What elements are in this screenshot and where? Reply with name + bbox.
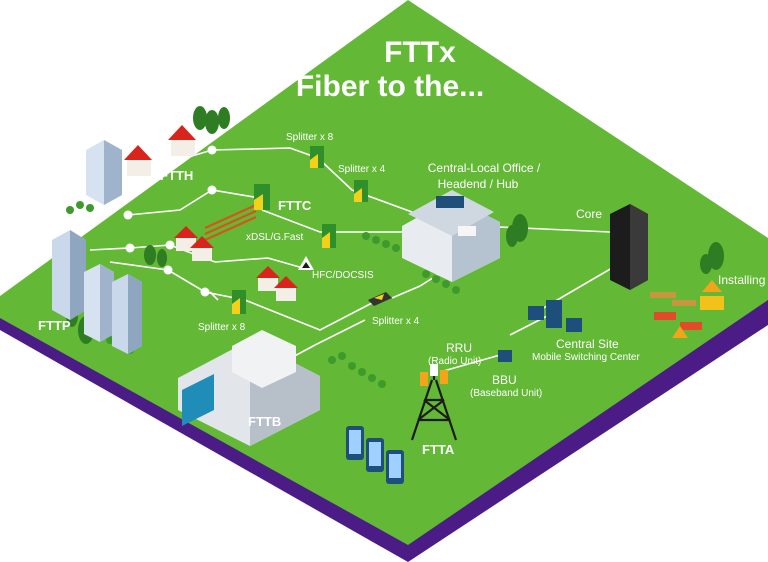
hfc-house	[256, 266, 280, 291]
ftth-house	[168, 125, 196, 156]
installing-label: Installing	[718, 273, 765, 287]
central-office-label-line2: Headend / Hub	[438, 177, 519, 191]
switch-unit	[546, 300, 562, 314]
installing-construction-site	[650, 280, 724, 338]
xdsl-label: xDSL/G.Fast	[246, 232, 303, 243]
hfc-node-icon	[298, 256, 314, 270]
copper-links	[204, 203, 257, 242]
junction-dot	[165, 240, 175, 250]
switch-unit	[566, 318, 582, 332]
splitter-icon	[254, 184, 270, 210]
switch-unit	[528, 306, 544, 320]
ftta-cell-tower	[410, 366, 458, 441]
hfc-house	[274, 276, 298, 301]
phone-icon	[366, 438, 384, 472]
splitter-icon	[354, 180, 368, 202]
fttb-label: FTTB	[248, 414, 281, 429]
central-site-sub-label: Mobile Switching Center	[532, 352, 640, 363]
ftth-house	[124, 145, 152, 176]
junction-dot	[163, 265, 173, 275]
diagram-title-line2: Fiber to the...	[296, 70, 484, 103]
tree-icon	[506, 214, 528, 247]
rru-sub-label: (Radio Unit)	[428, 356, 481, 367]
fiber-junctions	[123, 145, 217, 297]
core-server-rack	[610, 204, 648, 290]
splitter-icon	[232, 290, 246, 314]
fttc-label: FTTC	[278, 198, 312, 213]
splitter-icon	[322, 224, 336, 248]
splitter-x8-top-label: Splitter x 8	[286, 132, 334, 143]
mobile-phones	[346, 426, 404, 484]
diagram-title-line1: FTTx	[384, 36, 456, 69]
junction-dot	[200, 287, 210, 297]
ftth-apartment-building	[86, 140, 122, 205]
splitter-x4-top-label: Splitter x 4	[338, 164, 386, 175]
phone-icon	[346, 426, 364, 460]
phone-icon	[386, 450, 404, 484]
rru-antennas	[420, 364, 448, 386]
rru-label: RRU	[446, 341, 472, 355]
central-office-building	[402, 190, 500, 282]
bbu-label: BBU	[492, 373, 517, 387]
core-label: Core	[576, 207, 602, 221]
splitter-x4-bottom-label: Splitter x 4	[372, 316, 420, 327]
splitter-icon	[368, 292, 392, 306]
fttb-office-building	[178, 330, 320, 446]
bbu-sub-label: (Baseband Unit)	[470, 388, 542, 399]
switch-unit	[546, 314, 562, 328]
fttc-house	[190, 236, 214, 261]
fttp-towers	[52, 230, 142, 354]
bbu-unit	[498, 350, 512, 362]
ftth-label: FTTH	[160, 168, 193, 183]
junction-dot	[207, 145, 217, 155]
junction-dot	[125, 243, 135, 253]
splitter-x8-bottom-label: Splitter x 8	[198, 322, 246, 333]
ftta-label: FTTA	[422, 442, 455, 457]
hfc-label: HFC/DOCSIS	[312, 270, 374, 281]
tree-icon	[144, 245, 167, 267]
junction-dot	[207, 185, 217, 195]
central-office-label-line1: Central-Local Office /	[428, 161, 541, 175]
splitter-icon	[310, 146, 324, 168]
central-site-equipment	[498, 300, 582, 362]
central-site-label: Central Site	[556, 337, 619, 351]
fttp-label: FTTP	[38, 318, 71, 333]
junction-dot	[123, 210, 133, 220]
tree-icon	[700, 242, 724, 274]
tree-icon	[193, 106, 230, 134]
